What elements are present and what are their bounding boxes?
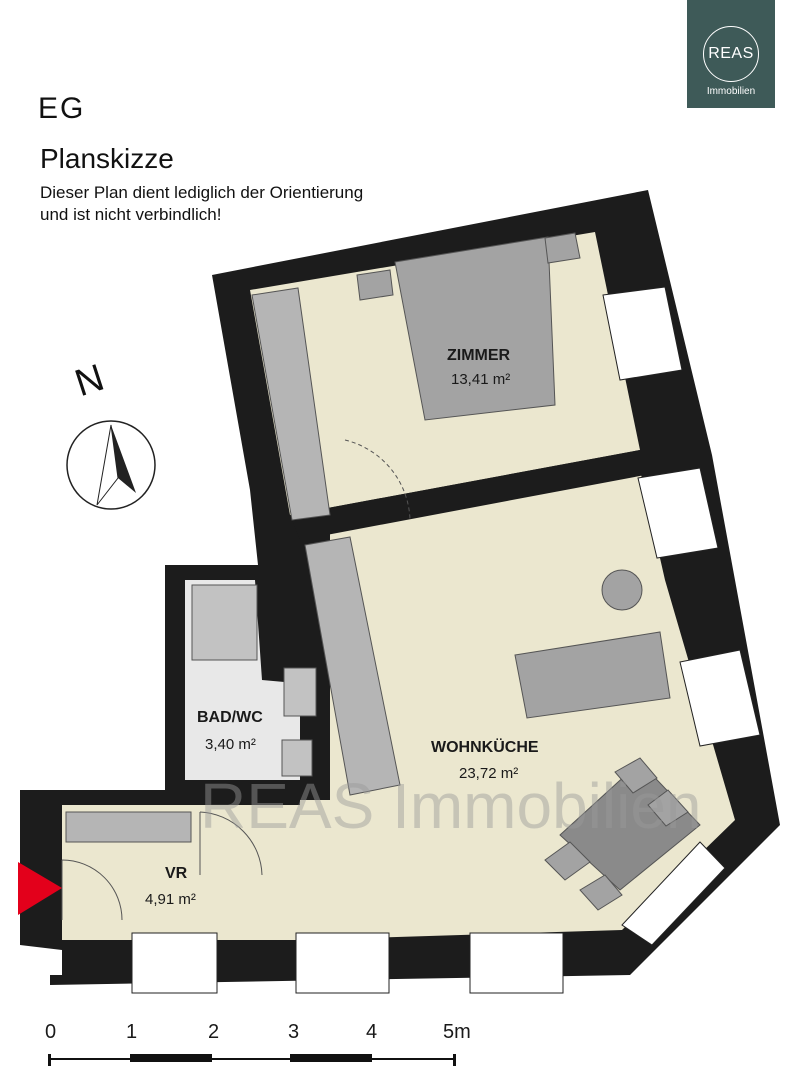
toilet (281, 739, 313, 777)
scale-label-4: 4 (366, 1021, 377, 1043)
disclaimer-line-2: und ist nicht verbindlich! (40, 205, 222, 224)
room-vr-name: VR (165, 865, 188, 882)
wardrobe (251, 287, 331, 521)
dining-table-round (601, 569, 643, 611)
room-bad-area: 3,40 m² (205, 736, 256, 753)
scale-label-1: 1 (126, 1021, 137, 1043)
sofa (514, 631, 671, 719)
room-zimmer-area: 13,41 m² (451, 371, 510, 388)
room-wohnkueche-name: WOHNKÜCHE (431, 737, 539, 756)
disclaimer: Dieser Plan dient lediglich der Orientie… (40, 182, 460, 226)
scale-label-5: 5m (443, 1021, 471, 1043)
room-wohnkueche-area: 23,72 m² (459, 765, 518, 782)
room-zimmer-name: ZIMMER (447, 347, 511, 364)
scale-bar: 0 1 2 3 4 5m (45, 1021, 471, 1066)
bed (394, 236, 556, 421)
company-logo: REAS Immobilien (687, 0, 775, 108)
logo-sub-text: Immobilien (706, 86, 756, 97)
washbasin (283, 667, 317, 717)
scale-label-3: 3 (288, 1021, 299, 1043)
watermark: REAS Immobilien (200, 770, 702, 842)
logo-main-text: REAS (708, 45, 754, 62)
furniture (65, 232, 701, 911)
room-vr-area: 4,91 m² (145, 891, 196, 908)
door-swings (61, 439, 411, 921)
plan-title: Planskizze (40, 143, 174, 174)
room-bad-name: BAD/WC (197, 709, 263, 726)
scale-label-0: 0 (45, 1021, 56, 1043)
kitchen-counter (304, 536, 401, 796)
disclaimer-line-1: Dieser Plan dient lediglich der Orientie… (40, 183, 364, 202)
windows (131, 286, 761, 994)
floor-label: EG (38, 92, 86, 125)
shower (191, 584, 258, 661)
scale-label-2: 2 (208, 1021, 219, 1043)
north-arrow-icon (66, 420, 156, 510)
vr-wardrobe (65, 811, 192, 843)
entrance-arrow-icon (18, 862, 62, 915)
logo-ring (703, 26, 759, 82)
